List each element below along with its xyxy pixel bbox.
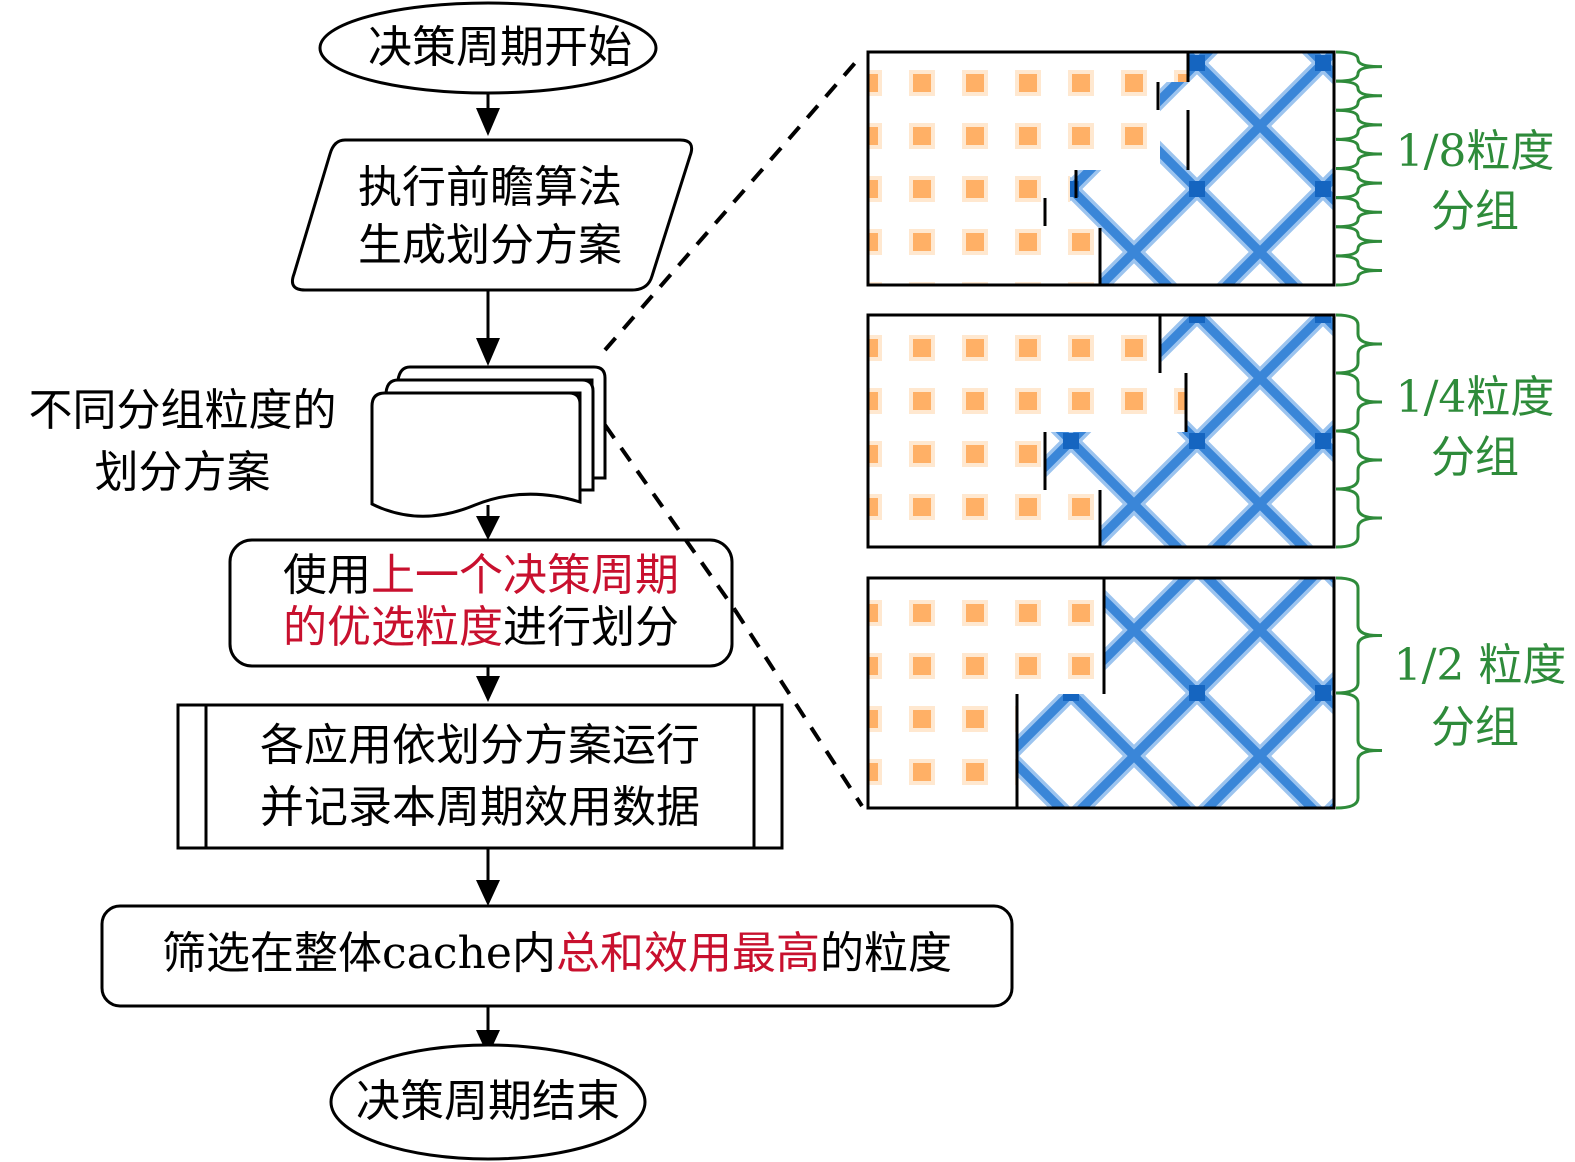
run-apps-line1: 各应用依划分方案运行 [260,720,700,771]
lookahead-label-line1: 执行前瞻算法 [358,162,622,213]
group-braces-2 [1335,576,1382,810]
zoom-dashed-lines [603,53,864,808]
group-brace [1335,108,1382,141]
group-brace [1335,313,1382,375]
select-prefix: 筛选在整体cache内 [162,928,556,979]
panel-3-label-line2: 分组 [1431,702,1519,753]
group-brace [1335,371,1382,433]
group-brace [1335,487,1382,549]
group-brace [1335,196,1382,229]
group-brace [1335,254,1382,287]
partition-suffix: 进行划分 [503,602,679,653]
select-suffix: 的粒度 [819,928,952,979]
group-brace [1335,167,1382,200]
run-apps-line2: 并记录本周期效用数据 [260,782,700,833]
lookahead-label-line2: 生成划分方案 [358,220,622,271]
arrow-run-to-select [476,848,500,906]
group-brace [1335,429,1382,491]
schemes-label-line1: 不同分组粒度的 [28,385,337,436]
panel-3-label-line1: 1/2 粒度 [1393,640,1567,691]
end-terminal [329,1043,647,1161]
use-previous-line1: 使用上一个决策周期 [230,548,732,604]
panel-1-label-line1: 1/8粒度 [1395,126,1555,177]
group-brace [1335,225,1382,258]
run-apps-predefined-process [176,703,784,850]
arrow-lookahead-to-schemes [476,290,500,366]
group-braces-8 [1335,50,1382,287]
arrow-schemes-to-use [476,505,500,540]
group-brace [1335,137,1382,170]
previous-cycle-highlight: 上一个决策周期 [371,550,679,601]
end-label: 决策周期结束 [356,1076,620,1127]
use-previous-granularity-box [228,538,734,668]
start-terminal [318,1,658,95]
panel-2-label-line2: 分组 [1431,432,1519,483]
group-brace [1335,79,1382,112]
arrow-use-to-run [476,666,500,702]
panel-1-4-granularity [866,313,1382,549]
select-granularity-box [100,904,1014,1008]
group-braces-4 [1335,313,1382,549]
panel-1-2-granularity [866,576,1382,810]
select-label: 筛选在整体cache内总和效用最高的粒度 [102,926,1012,982]
use-previous-line2: 的优选粒度进行划分 [230,600,732,656]
arrow-start-to-lookahead [476,94,500,136]
schemes-multi-document [370,365,607,518]
panel-1-8-granularity [866,50,1382,287]
max-utility-highlight: 总和效用最高 [555,928,820,979]
use-prefix: 使用 [283,550,371,601]
panel-1-label-line2: 分组 [1431,186,1519,237]
preferred-granularity-highlight: 的优选粒度 [283,602,503,653]
lookahead-process [290,138,694,292]
group-brace [1335,576,1382,695]
panel-2-label-line1: 1/4粒度 [1395,372,1555,423]
start-label: 决策周期开始 [368,22,632,73]
group-brace [1335,691,1382,810]
group-brace [1335,50,1382,83]
arrow-select-to-end [476,1006,500,1056]
schemes-label-line2: 划分方案 [94,447,271,498]
